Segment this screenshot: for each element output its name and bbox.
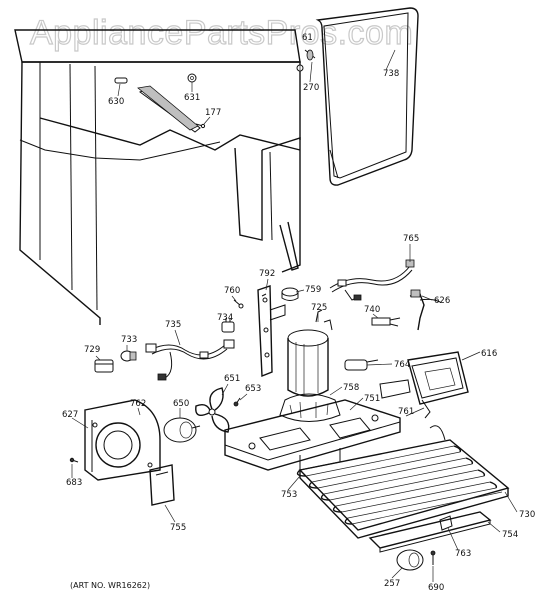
label-764: 764 [394,360,410,370]
part-740-drawing [371,317,401,327]
compressor-drawing [279,309,341,422]
label-755: 755 [170,523,186,533]
label-651: 651 [224,374,240,384]
art-number: (ART NO. WR16262) [70,581,150,590]
label-759: 759 [305,285,321,295]
screw-653-drawing [233,397,241,407]
label-653: 653 [245,384,261,394]
callout-labels: 61 738 270 630 631 177 765 792 759 760 6… [62,33,535,593]
label-650: 650 [173,399,189,409]
label-761: 761 [398,407,414,417]
watermark: AppliancePartsPros.com [30,14,413,52]
label-177: 177 [205,108,221,118]
bracket-792-drawing [257,285,286,378]
label-763: 763 [455,549,471,559]
label-627: 627 [62,410,78,420]
wiring-735-drawing [145,339,235,381]
part-761-drawing [421,399,431,419]
label-760: 760 [224,286,240,296]
label-762: 762 [130,399,146,409]
part-759-drawing [281,287,299,301]
base-plate-drawing [224,399,401,471]
bracket-755-drawing [149,464,175,506]
label-765: 765 [403,234,419,244]
label-270: 270 [303,83,319,93]
label-734: 734 [217,313,233,323]
label-690: 690 [428,583,444,593]
fan-blade-drawing [195,387,230,433]
part-734-drawing [221,318,235,333]
part-763-drawing [439,515,453,531]
label-257: 257 [384,579,400,589]
label-758: 758 [343,383,359,393]
label-631: 631 [184,93,200,103]
condenser-coil-drawing [296,425,510,539]
label-730: 730 [519,510,535,520]
label-738: 738 [383,69,399,79]
label-626: 626 [434,296,450,306]
label-630: 630 [108,97,124,107]
screw-683-drawing [69,457,79,463]
label-740: 740 [364,305,380,315]
door-gasket-drawing [315,7,419,186]
label-616: 616 [481,349,497,359]
fan-shroud-drawing [84,399,161,481]
label-751: 751 [364,394,380,404]
label-754: 754 [502,530,518,540]
screw-760-drawing [233,299,244,309]
label-61: 61 [302,33,313,43]
part-257-drawing [396,549,424,571]
label-725: 725 [311,303,327,313]
label-753: 753 [281,490,297,500]
cover-616-drawing [379,351,469,405]
label-683: 683 [66,478,82,488]
drain-pan-drawing [368,511,492,553]
part-729-drawing [94,359,114,373]
cabinet-drawing [14,29,316,325]
leader-lines [71,49,518,582]
label-733: 733 [121,335,137,345]
label-792: 792 [259,269,275,279]
screw-690-drawing [430,550,436,565]
part-733-drawing [120,350,137,362]
label-729: 729 [84,345,100,355]
label-735: 735 [165,320,181,330]
fan-motor-drawing [163,417,201,443]
wiring-harness-765 [329,259,415,301]
